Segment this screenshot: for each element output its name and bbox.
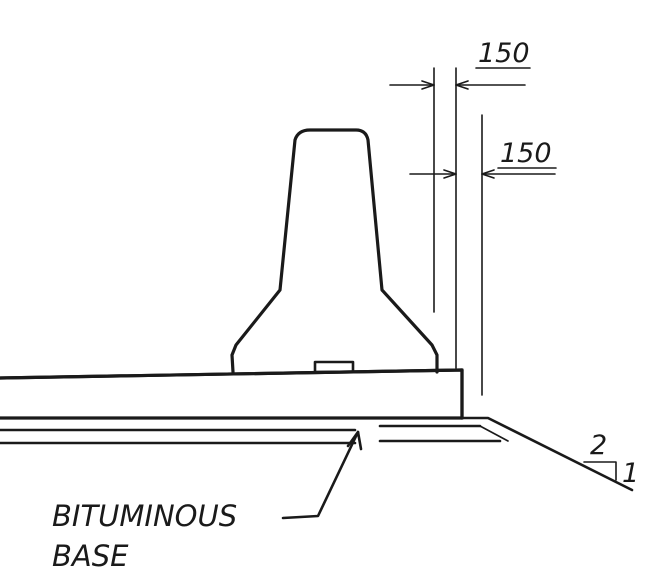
upper-dimension-label: 150 — [478, 38, 530, 69]
side-slope-parallel — [479, 425, 509, 442]
bituminous-base-leader — [281, 430, 360, 520]
lower-dimension-right-arrow — [481, 169, 495, 179]
slope-vertical-label: 1 — [622, 458, 639, 489]
upper-dimension-left-arrow — [421, 80, 435, 90]
lower-dimension-left-arrow — [443, 169, 457, 179]
bituminous-base-leader-arrow — [346, 430, 363, 451]
upper-dimension-right-arrow — [455, 80, 469, 90]
slope-triangle — [583, 461, 617, 481]
side-slope-line — [460, 416, 634, 492]
note-bituminous-line1: BITUMINOUS — [52, 499, 237, 533]
slope-horizontal-label: 2 — [590, 430, 607, 461]
concrete-barrier-profile — [230, 128, 439, 374]
lower-dimension-label: 150 — [500, 138, 552, 169]
slab-top-edge — [0, 368, 464, 380]
note-bituminous-line2: BASE — [52, 539, 129, 573]
